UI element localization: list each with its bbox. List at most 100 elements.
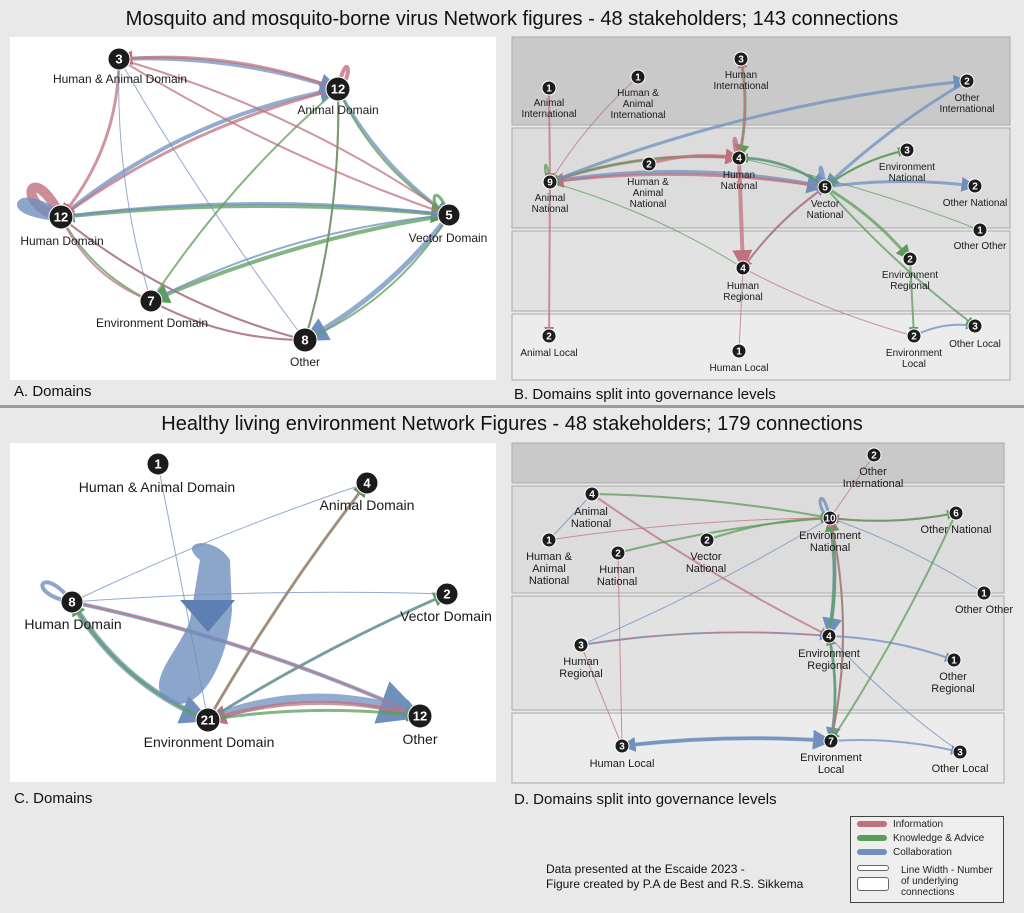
panelB-node-circle-other_other: [972, 222, 988, 238]
panelC-node-label-animal: Animal Domain: [320, 497, 415, 513]
panelD-edge-env_loc-to-human_loc: [620, 736, 832, 752]
panelD-node-circle-env_loc: [823, 733, 839, 749]
panelD-node-label-human_loc: Human Local: [590, 758, 655, 770]
panelB-edge-vector_nat-to-human_reg: [742, 186, 826, 269]
panelB-edge-human_reg-to-human_loc: [736, 267, 744, 352]
panelD-node-circle-human_nat: [610, 545, 626, 561]
panelD-edge-env_reg-to-other_loc: [828, 635, 961, 753]
panelD-node-circle-vector_nat: [699, 532, 715, 548]
panelB-node-count-human_int: 3: [738, 55, 744, 66]
panelD-edge-env_nat-to-other_other: [829, 517, 985, 594]
panelB-node-label-env_nat: National: [889, 173, 926, 184]
panelB-node-label-vector_nat: National: [807, 210, 844, 221]
panelC-human-self-loop: [40, 580, 74, 604]
panelB-node-label-ha_nat: Animal: [633, 188, 664, 199]
panelD-node-count-other_reg: 1: [951, 656, 957, 667]
panelA-node-count-human: 12: [54, 210, 68, 225]
panelB-node-label-human_loc: Human Local: [710, 363, 769, 374]
panelD-node-circle-env_reg: [821, 628, 837, 644]
panelB-node-label-env_loc: Local: [902, 359, 926, 370]
panelA-edge-vector-to-human_animal: [118, 56, 450, 216]
panelB-edge-ha_nat-to-human_nat: [648, 148, 741, 166]
panelC-edge-human-to-vector: [71, 591, 448, 603]
legend-width-line3: connections: [901, 887, 955, 898]
panelD-node-label-human_nat: National: [597, 576, 637, 588]
panelD-node-label-env_nat: Environment: [799, 530, 861, 542]
panelB-node-count-human_reg: 4: [740, 264, 746, 275]
panelB-node-label-animal_nat: Animal: [535, 193, 566, 204]
panelB-node-label-human_int: Human: [725, 70, 757, 81]
panel-a-background: [10, 37, 496, 380]
panelD-node-label-animal_nat: National: [571, 518, 611, 530]
panelA-human-self-loop-collaboration: [17, 197, 64, 222]
panelA-node-circle-animal: [325, 76, 351, 102]
panelD-node-label-human_reg: Human: [563, 656, 598, 668]
legend-information-label: Information: [893, 818, 944, 830]
panelA-node-count-human_animal: 3: [115, 52, 122, 67]
panelD-node-label-ha_nat: National: [529, 575, 569, 587]
panelB-node-label-animal_loc: Animal Local: [520, 348, 577, 359]
panelD-edge-env_nat-to-other_nat: [829, 509, 957, 522]
panelD-node-label-env_reg: Environment: [798, 648, 860, 660]
panelB-node-label-other_int: International: [939, 104, 994, 115]
legend-width-line2: of underlying: [901, 876, 959, 887]
panelC-edge-vector-to-environment: [207, 593, 448, 721]
panelC-environment-self-loop-arrowhead: [180, 600, 235, 632]
panelD-node-circle-other_other: [976, 585, 992, 601]
panelB-node-circle-ha_nat: [641, 156, 657, 172]
panelC-node-label-environment: Environment Domain: [144, 734, 275, 750]
panelB-edge-env_nat-to-vector_nat: [824, 149, 908, 188]
panelC-edge-environment-to-other: [207, 706, 422, 722]
panelD-node-count-other_int: 2: [871, 451, 877, 462]
panelD-node-count-other_nat: 6: [953, 509, 959, 520]
panelD-node-label-ha_nat: Human &: [526, 551, 573, 563]
panelD-node-label-other_other: Other Other: [955, 604, 1013, 616]
panelB-node-label-animal_int: International: [521, 109, 576, 120]
panelD-node-label-other_int: Other: [859, 466, 887, 478]
panelD-node-label-env_loc: Environment: [800, 752, 862, 764]
panel-d-bands: [511, 442, 1005, 784]
panelD-node-count-vector_nat: 2: [704, 536, 710, 547]
legend-line-width: Line Width - Number of underlying connec…: [857, 865, 993, 898]
panelD-node-label-vector_nat: Vector: [690, 551, 722, 563]
mosquito-network-title: Mosquito and mosquito-borne virus Networ…: [125, 8, 899, 30]
panelD-node-count-ha_nat: 1: [546, 536, 552, 547]
panelD-node-circle-human_loc: [614, 738, 630, 754]
panelB-edge-human_nat-to-other_other: [738, 157, 981, 231]
panelD-node-count-human_reg: 3: [578, 641, 584, 652]
panelD-node-label-animal_nat: Animal: [574, 506, 608, 518]
information-swatch: [857, 821, 887, 827]
panelB-node-label-human_nat: Human: [723, 170, 755, 181]
panelB-node-label-env_nat: Environment: [879, 162, 935, 173]
panelD-node-circle-other_loc: [952, 744, 968, 760]
panelA-node-circle-human_animal: [107, 47, 131, 71]
panelB-node-count-animal_loc: 2: [546, 332, 552, 343]
panelD-node-count-other_loc: 3: [957, 748, 963, 759]
panelA-node-count-environment: 7: [147, 294, 154, 309]
panelA-node-label-human: Human Domain: [20, 234, 103, 248]
panelA-edge-vector-to-other: [302, 213, 451, 343]
panelB-node-circle-env_nat: [899, 142, 915, 158]
panelC-environment-self-loop: [158, 543, 232, 704]
panelC-node-circle-environment: [195, 707, 221, 733]
caption-panel-b: B. Domains split into governance levels: [514, 386, 776, 403]
panelC-node-label-other: Other: [402, 731, 437, 747]
panelD-node-circle-other_int: [866, 447, 882, 463]
panelB-edge-vector_nat-to-other_loc: [824, 186, 976, 327]
panelA-edge-human_animal-to-other: [118, 58, 306, 341]
